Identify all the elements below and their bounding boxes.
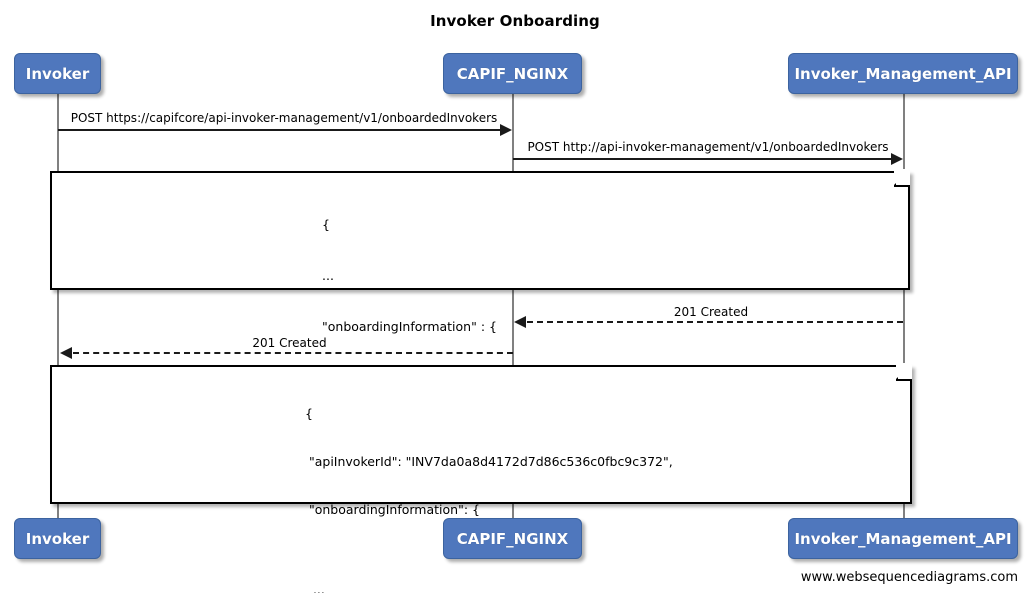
message-arrowhead-3 xyxy=(514,316,526,328)
note-line: ... xyxy=(322,268,334,283)
message-label-4: 201 Created xyxy=(252,336,327,350)
participant-label: Invoker_Management_API xyxy=(794,64,1012,83)
message-line-1 xyxy=(58,129,503,131)
footer-watermark: www.websequencediagrams.com xyxy=(800,570,1018,585)
note-line: "onboardingInformation" : { xyxy=(322,319,497,334)
message-label-1: POST https://capifcore/api-invoker-manag… xyxy=(70,111,498,125)
participant-label: CAPIF_NGINX xyxy=(456,529,569,548)
note-fold-corner-icon xyxy=(896,363,912,381)
note-line: { xyxy=(305,406,313,421)
message-arrowhead-2 xyxy=(891,153,903,165)
lifeline-capif-nginx xyxy=(512,94,514,518)
participant-label: Invoker_Management_API xyxy=(794,529,1012,548)
lifeline-invoker xyxy=(57,94,59,518)
participant-label: CAPIF_NGINX xyxy=(456,64,569,83)
participant-capif-nginx-bottom[interactable]: CAPIF_NGINX xyxy=(443,518,582,559)
participant-capif-nginx-top[interactable]: CAPIF_NGINX xyxy=(443,53,582,94)
note-response-payload-body: { "apiInvokerId": "INV7da0a8d4172d7d86c5… xyxy=(52,367,910,593)
note-request-payload: { ... "onboardingInformation" : { "apiIn… xyxy=(50,169,910,487)
message-arrowhead-1 xyxy=(500,124,512,136)
participant-invoker-management-api-bottom[interactable]: Invoker_Management_API xyxy=(788,518,1018,559)
page-title: Invoker Onboarding xyxy=(430,12,600,30)
participant-invoker-management-api-top[interactable]: Invoker_Management_API xyxy=(788,53,1018,94)
message-line-2 xyxy=(513,158,894,160)
participant-invoker-top[interactable]: Invoker xyxy=(14,53,101,94)
message-line-4 xyxy=(73,352,513,354)
note-response-payload: { "apiInvokerId": "INV7da0a8d4172d7d86c5… xyxy=(50,363,912,593)
note-line: ... xyxy=(305,582,325,593)
message-arrowhead-4 xyxy=(60,347,72,359)
note-line: "apiInvokerId": "INV7da0a8d4172d7d86c536… xyxy=(305,454,673,469)
message-label-2: POST http://api-invoker-management/v1/on… xyxy=(527,140,889,154)
lifeline-invoker-management-api xyxy=(903,94,905,518)
note-line: "onboardingInformation": { xyxy=(305,502,480,517)
participant-label: Invoker xyxy=(25,529,90,548)
message-label-3: 201 Created xyxy=(673,305,749,319)
message-line-3 xyxy=(527,321,903,323)
participant-invoker-bottom[interactable]: Invoker xyxy=(14,518,101,559)
participant-label: Invoker xyxy=(25,64,90,83)
note-fold-corner-icon xyxy=(894,169,910,187)
note-line: { xyxy=(322,217,330,232)
